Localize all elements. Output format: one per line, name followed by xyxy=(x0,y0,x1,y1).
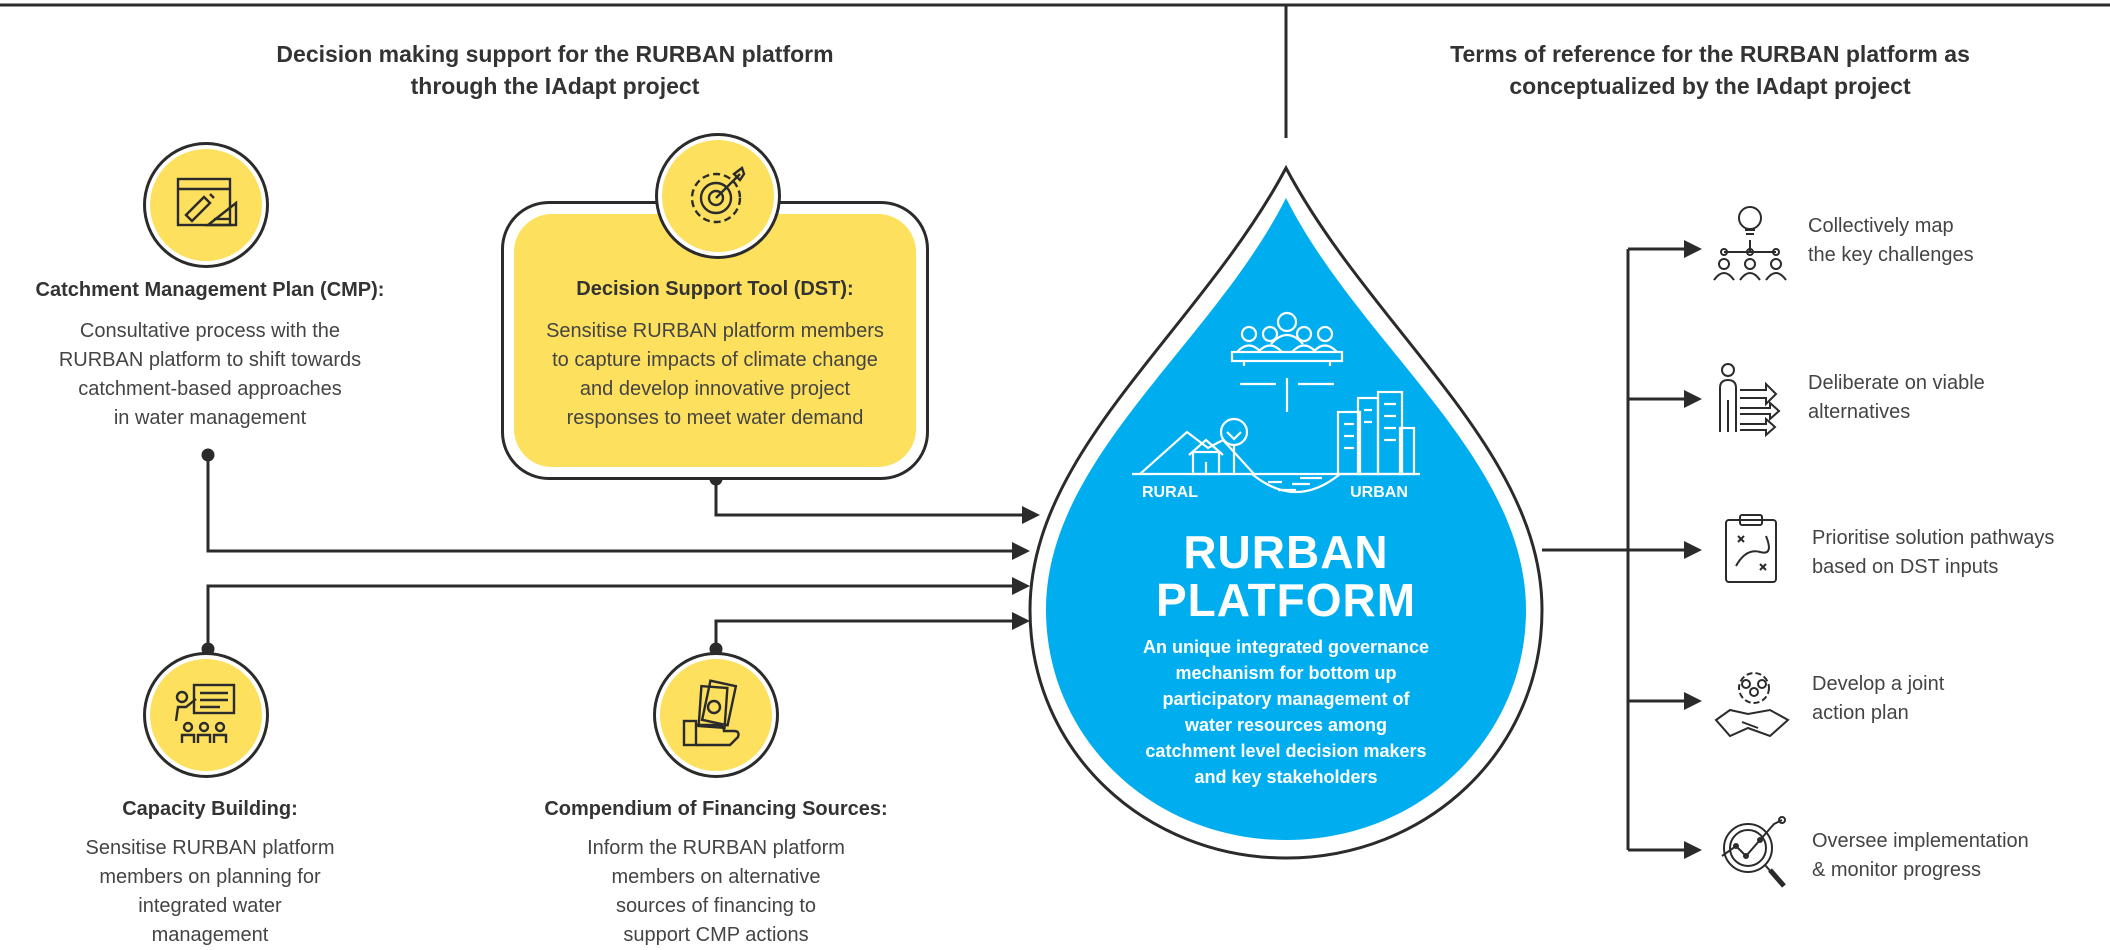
drop-title: RURBAN PLATFORM xyxy=(1086,528,1486,624)
term-line: Deliberate on viable xyxy=(1808,372,1985,394)
rural-urban-landscape-icon xyxy=(1132,390,1420,493)
term-line: Collectively map xyxy=(1808,215,1954,237)
term-3-label: Prioritise solution pathways based on DS… xyxy=(1812,524,2054,582)
finance-title: Compendium of Financing Sources: xyxy=(544,798,888,820)
dst-title: Decision Support Tool (DST): xyxy=(576,278,854,300)
capacity-description: Sensitise RURBAN platform members on pla… xyxy=(0,834,420,950)
capacity-icon-circle xyxy=(146,655,266,775)
dst-card xyxy=(501,201,929,480)
term-4-label: Develop a joint action plan xyxy=(1812,670,1944,728)
term-line: Prioritise solution pathways xyxy=(1812,527,2055,549)
presenter-arrows-icon xyxy=(1719,363,1781,438)
cmp-title: Catchment Management Plan (CMP): xyxy=(35,279,385,301)
rural-label: RURAL xyxy=(1142,484,1198,501)
drop-description-line: mechanism for bottom up xyxy=(1175,663,1397,683)
term-5-label: Oversee implementation & monitor progres… xyxy=(1812,827,2029,885)
drop-description: An unique integrated governance mechanis… xyxy=(1086,634,1486,790)
drop-title-line-1: RURBAN xyxy=(1183,526,1389,578)
capacity-line: management xyxy=(151,924,269,946)
magnifier-chart-icon xyxy=(1721,816,1786,888)
handshake-team-icon xyxy=(1714,672,1790,738)
left-heading-line-1: Decision making support for the RURBAN p… xyxy=(276,41,834,67)
dst-line: Sensitise RURBAN platform members xyxy=(546,320,884,342)
dst-line: responses to meet water demand xyxy=(566,407,864,429)
drop-description-line: participatory management of xyxy=(1162,689,1410,709)
money-hand-icon xyxy=(682,679,740,747)
drop-fill xyxy=(1046,198,1526,840)
drop-description-line: catchment level decision makers xyxy=(1145,741,1427,761)
blueprint-icon xyxy=(176,177,238,227)
drop-title-line-2: PLATFORM xyxy=(1155,574,1417,626)
cmp-line: in water management xyxy=(113,407,307,429)
term-line: Oversee implementation xyxy=(1812,830,2029,852)
finance-description: Inform the RURBAN platform members on al… xyxy=(500,834,932,950)
term-line: action plan xyxy=(1812,702,1909,724)
presentation-icon xyxy=(174,683,236,743)
dst-description: Sensitise RURBAN platform members to cap… xyxy=(501,317,929,433)
dst-line: to capture impacts of climate change xyxy=(552,349,878,371)
finance-icon-circle xyxy=(656,655,776,775)
capacity-line: members on planning for xyxy=(99,866,321,888)
cmp-line: catchment-based approaches xyxy=(78,378,342,400)
cmp-line: Consultative process with the xyxy=(79,320,341,342)
term-line: based on DST inputs xyxy=(1812,556,1999,578)
drop-description-line: water resources among xyxy=(1184,715,1388,735)
left-heading: Decision making support for the RURBAN p… xyxy=(196,38,914,102)
meeting-people-icon xyxy=(1230,311,1344,412)
term-line: alternatives xyxy=(1808,401,1911,423)
finance-line: support CMP actions xyxy=(623,924,809,946)
cmp-description: Consultative process with the RURBAN pla… xyxy=(0,317,420,433)
right-heading-line-1: Terms of reference for the RURBAN platfo… xyxy=(1450,41,1970,67)
capacity-line: Sensitise RURBAN platform xyxy=(85,837,335,859)
dst-line: and develop innovative project xyxy=(579,378,851,400)
clipboard-strategy-icon xyxy=(1725,514,1777,583)
finance-line: Inform the RURBAN platform xyxy=(587,837,845,859)
idea-network-icon xyxy=(1713,206,1787,281)
finance-line: members on alternative xyxy=(611,866,821,888)
term-line: & monitor progress xyxy=(1812,859,1981,881)
term-line: the key challenges xyxy=(1808,244,1974,266)
term-line: Develop a joint xyxy=(1812,673,1945,695)
left-heading-line-2: through the IAdapt project xyxy=(410,73,700,99)
cmp-icon-circle xyxy=(146,145,266,265)
drop-description-line: An unique integrated governance xyxy=(1142,637,1430,657)
capacity-title: Capacity Building: xyxy=(122,798,298,820)
dst-icon-circle xyxy=(658,136,778,256)
term-1-label: Collectively map the key challenges xyxy=(1808,212,1974,270)
cmp-line: RURBAN platform to shift towards xyxy=(58,349,362,371)
term-2-label: Deliberate on viable alternatives xyxy=(1808,369,1985,427)
capacity-line: integrated water xyxy=(138,895,282,917)
right-heading-line-2: conceptualized by the IAdapt project xyxy=(1509,73,1911,99)
drop-description-line: and key stakeholders xyxy=(1194,767,1378,787)
urban-label: URBAN xyxy=(1350,484,1408,501)
gear-target-icon xyxy=(690,166,746,224)
finance-line: sources of financing to xyxy=(615,895,817,917)
right-heading: Terms of reference for the RURBAN platfo… xyxy=(1380,38,2040,102)
